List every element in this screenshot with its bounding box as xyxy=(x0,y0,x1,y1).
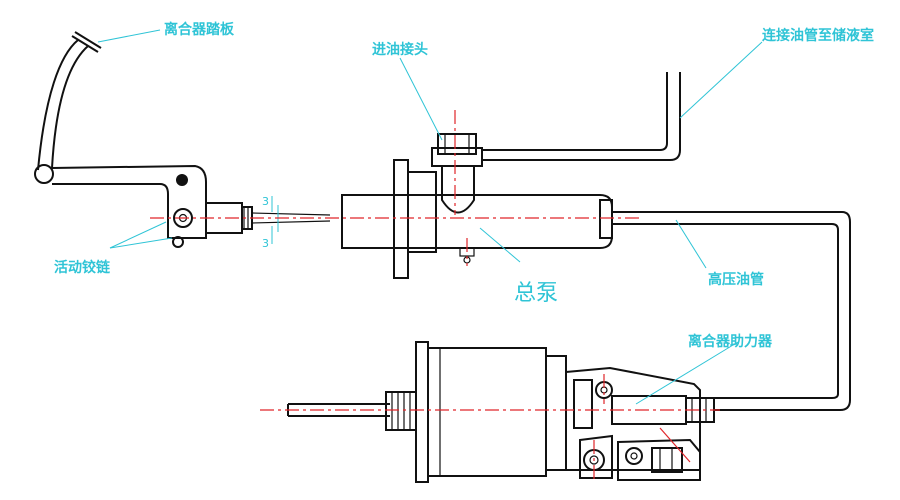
label-inlet-fitting: 进油接头 xyxy=(372,41,428,58)
label-clutch-pedal: 离合器踏板 xyxy=(164,21,235,38)
clutch-booster xyxy=(287,341,715,483)
label-master-cylinder: 总泵 xyxy=(514,281,558,306)
clutch-pedal xyxy=(34,31,207,248)
leader-lines xyxy=(97,29,763,405)
dimension-bottom: 3 xyxy=(262,237,269,250)
high-pressure-pipe xyxy=(612,211,851,411)
reservoir-pipe xyxy=(482,72,681,161)
dimension-top: 3 xyxy=(262,195,269,208)
dimension-marks: 3 3 xyxy=(262,195,273,250)
labels: 离合器踏板 进油接头 连接油管至储液室 活动铰链 总泵 高压油管 离合器助力器 xyxy=(54,21,874,350)
label-high-pressure-pipe: 高压油管 xyxy=(708,271,764,288)
label-clutch-booster: 离合器助力器 xyxy=(688,333,773,350)
label-hinge: 活动铰链 xyxy=(54,259,111,276)
master-cylinder xyxy=(341,133,613,279)
label-reservoir-pipe: 连接油管至储液室 xyxy=(762,27,874,44)
centerlines xyxy=(150,110,720,482)
